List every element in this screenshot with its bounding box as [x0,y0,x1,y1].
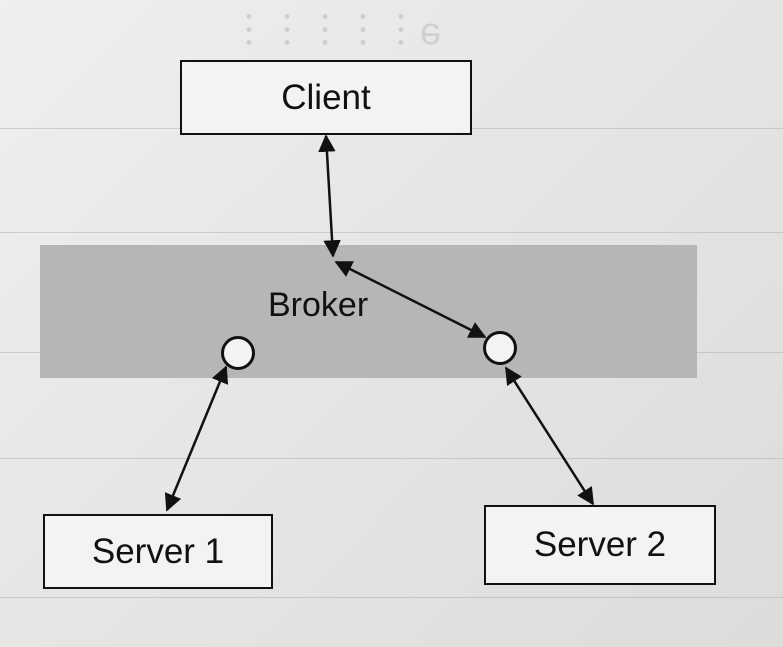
server1-label: Server 1 [91,531,225,571]
client-broker-arrow [318,134,341,258]
page-rule-4 [0,458,783,459]
server1-port-server1-arrow [164,365,229,512]
client-label: Client [281,77,371,117]
page-rule-2 [0,232,783,233]
page-rule-5 [0,597,783,598]
server2-label: Server 2 [533,525,667,564]
server2-box: Server 2 [484,505,716,585]
server2-port [483,331,517,365]
client-box: Client [180,60,472,135]
server2-port-server2-arrow [504,366,595,506]
broker-server2-port-arrow [334,260,487,339]
server1-box: Server 1 [43,514,273,589]
server1-port [221,336,255,370]
